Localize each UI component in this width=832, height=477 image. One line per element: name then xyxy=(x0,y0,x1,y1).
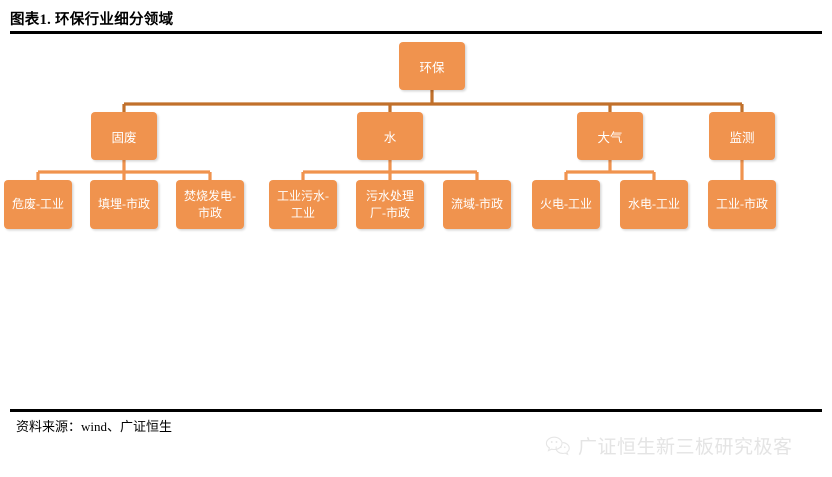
tree-node-label: 监测 xyxy=(729,130,755,145)
tree-node-label: 工业-市政 xyxy=(716,197,768,212)
tree-node-label: 火电-工业 xyxy=(540,197,592,212)
tree-node-leaf-industrial-wastewater-industrial[interactable]: 工业污水-工业 xyxy=(269,180,337,229)
tree-node-branch-air[interactable]: 大气 xyxy=(577,112,643,160)
tree-node-leaf-wastewater-plant-municipal[interactable]: 污水处理厂-市政 xyxy=(356,180,424,229)
page-title: 图表1. 环保行业细分领域 xyxy=(10,12,174,28)
wechat-icon xyxy=(545,436,570,455)
footer-divider xyxy=(10,409,822,412)
tree-node-label: 环保 xyxy=(419,60,445,75)
tree-node-label: 大气 xyxy=(597,130,623,145)
tree-node-root[interactable]: 环保 xyxy=(399,42,465,90)
tree-node-label: 焚烧发电-市政 xyxy=(184,189,236,220)
tree-node-label: 污水处理厂-市政 xyxy=(365,189,414,220)
tree-node-leaf-landfill-municipal[interactable]: 填埋-市政 xyxy=(90,180,158,229)
tree-node-branch-monitoring[interactable]: 监测 xyxy=(709,112,775,160)
tree-node-label: 危废-工业 xyxy=(12,197,64,212)
source-note: 资料来源：wind、广证恒生 xyxy=(16,419,173,434)
tree-node-label: 工业污水-工业 xyxy=(277,189,329,220)
tree-node-label: 水电-工业 xyxy=(628,197,680,212)
tree-node-leaf-incineration-power-municipal[interactable]: 焚烧发电-市政 xyxy=(176,180,244,229)
tree-node-branch-water[interactable]: 水 xyxy=(357,112,423,160)
watermark: 广证恒生新三板研究极客 xyxy=(545,432,793,459)
tree-node-leaf-thermal-power-industrial[interactable]: 火电-工业 xyxy=(532,180,600,229)
tree-node-label: 流域-市政 xyxy=(451,197,503,212)
tree-node-leaf-watershed-municipal[interactable]: 流域-市政 xyxy=(443,180,511,229)
tree-node-label: 固废 xyxy=(111,130,137,145)
tree-node-leaf-industrial-municipal[interactable]: 工业-市政 xyxy=(708,180,776,229)
tree-node-leaf-hazardous-waste-industrial[interactable]: 危废-工业 xyxy=(4,180,72,229)
tree-node-label: 填埋-市政 xyxy=(98,197,150,212)
title-divider xyxy=(10,31,822,34)
tree-node-leaf-hydro-power-industrial[interactable]: 水电-工业 xyxy=(620,180,688,229)
tree-node-branch-solid-waste[interactable]: 固废 xyxy=(91,112,157,160)
watermark-text: 广证恒生新三板研究极客 xyxy=(578,437,793,458)
tree-node-label: 水 xyxy=(383,130,397,145)
